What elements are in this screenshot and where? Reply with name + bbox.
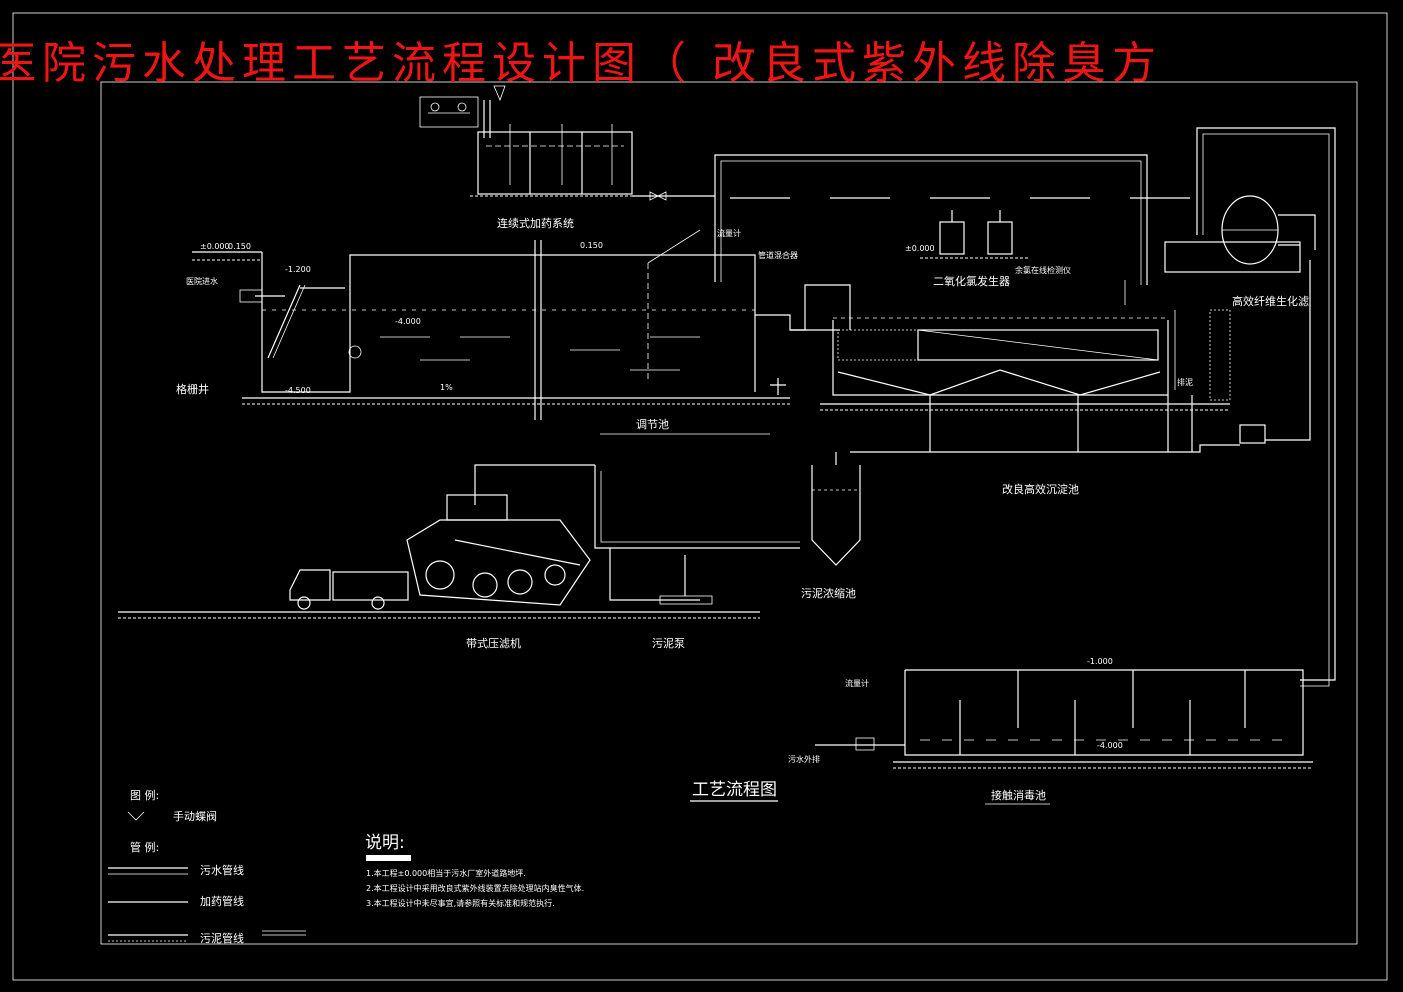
fiber-filter-label: 高效纤维生化滤	[1232, 294, 1309, 308]
legend: 图 例: 手动蝶阀 管 例: 污水管线 加药管线 污泥管线	[108, 788, 306, 945]
contact-tank-label: 接触消毒池	[991, 788, 1046, 802]
grille-well-label: 格栅井	[176, 382, 209, 396]
notes: 说明: 1.本工程±0.000相当于污水厂室外道路地坪. 2.本工程设计中采用改…	[365, 833, 584, 908]
legend-sewage-pipe: 污水管线	[200, 863, 244, 877]
note-2: 2.本工程设计中采用改良式紫外线装置去除处理站内臭性气体.	[366, 883, 584, 893]
note-1: 1.本工程±0.000相当于污水厂室外道路地坪.	[366, 868, 526, 878]
top-pipes	[714, 127, 1336, 687]
sludge-pump-label: 污泥泵	[652, 637, 685, 650]
level-e-label: -4.500	[285, 386, 311, 395]
sedimentation-tank-label: 改良高效沉淀池	[1002, 482, 1079, 496]
level-c-label: -1.200	[285, 265, 311, 274]
sludge-discharge-label: 排泥	[1177, 377, 1193, 387]
inner-border	[100, 81, 1358, 945]
sludge-thickener-label: 污泥浓缩池	[801, 587, 856, 600]
level-f-label: ±0.000	[905, 244, 935, 253]
note-3: 3.本工程设计中未尽事宜,请参照有关标准和规范执行.	[366, 898, 555, 908]
belt-press: 带式压滤机 污泥泵	[118, 494, 760, 650]
butterfly-valve-icon	[127, 811, 145, 821]
contact-tank: -1.000 -4.000 流量计 污水外排 接触消毒池	[788, 657, 1313, 805]
level-g-label: -1.000	[1087, 657, 1113, 666]
diagram-title: 工艺流程图	[692, 780, 777, 800]
sludge-thickener: 污泥浓缩池	[474, 452, 861, 600]
residual-chlorine-label: 余氯在线检测仪	[1015, 265, 1071, 275]
level-a-label: 0.150	[228, 242, 251, 251]
legend-dosing-pipe: 加药管线	[200, 894, 244, 908]
level-ground-label: ±0.000	[200, 242, 230, 251]
regulating-tank: ±0.000 0.150 0.150 -1.200 -4.000 -4.500 …	[176, 228, 851, 435]
dosing-system: 连续式加药系统	[419, 85, 715, 230]
flowmeter-top-label: 流量计	[717, 228, 741, 238]
notes-heading: 说明:	[365, 833, 405, 853]
sludge-truck	[289, 569, 331, 601]
dosing-system-label: 连续式加药系统	[497, 216, 574, 230]
static-mixer-label: 管道混合器	[758, 250, 798, 260]
hospital-inflow-label: 医院进水	[186, 276, 218, 286]
legend-title: 图 例:	[130, 788, 159, 802]
chlorine-dioxide-generator: ±0.000 二氧化氯发生器 余氯在线检测仪	[905, 210, 1126, 305]
level-d-label: -4.000	[395, 317, 421, 326]
chlorine-dioxide-label: 二氧化氯发生器	[933, 274, 1010, 288]
drawing-title: 医院污水处理工艺流程设计图（ 改良式紫外线除臭方	[0, 38, 1162, 89]
legend-sludge-pipe: 污泥管线	[200, 931, 244, 945]
legend-pipe-title: 管 例:	[130, 840, 159, 854]
fiber-filter: 高效纤维生化滤	[1164, 195, 1316, 444]
regulating-tank-label: 调节池	[636, 418, 669, 431]
level-h-label: -4.000	[1097, 741, 1123, 750]
notes-underline	[366, 855, 411, 861]
sewage-outlet-label: 污水外排	[788, 754, 820, 764]
sedimentation-tank: 排泥 改良高效沉淀池	[820, 310, 1240, 496]
flowmeter-contact-label: 流量计	[845, 678, 869, 688]
slope-label: 1%	[440, 383, 453, 392]
level-b-label: 0.150	[580, 241, 603, 250]
belt-press-label: 带式压滤机	[466, 636, 521, 650]
legend-valve-label: 手动蝶阀	[173, 809, 217, 823]
outer-border	[12, 12, 1388, 981]
